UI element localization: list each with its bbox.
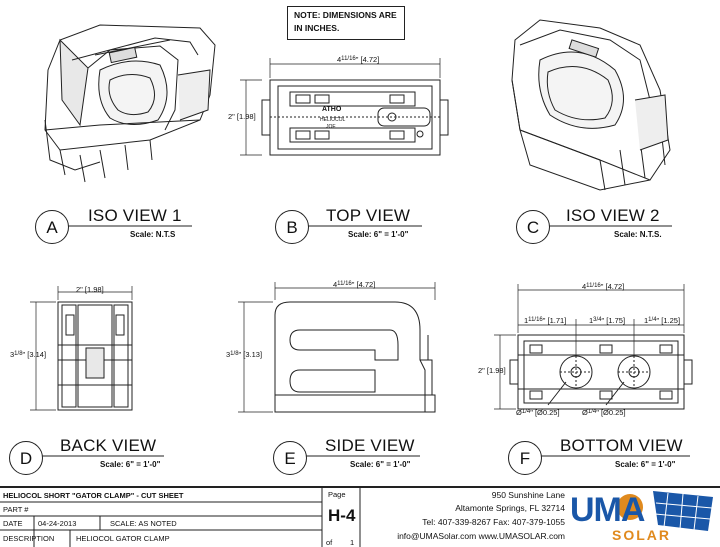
view-b-circle: B bbox=[275, 210, 309, 244]
side-width-dim: 411/16" [4.72] bbox=[333, 280, 376, 289]
page-number: H-4 bbox=[328, 506, 356, 525]
scale-label: SCALE: AS NOTED bbox=[110, 519, 177, 528]
bottom-dim-c: 11/4" [1.25] bbox=[644, 316, 681, 325]
view-separator-lines bbox=[40, 225, 690, 457]
view-a-title: ISO VIEW 1 bbox=[88, 206, 182, 225]
address-line-1: 950 Sunshine Lane bbox=[491, 490, 565, 500]
note-line-1: NOTE: DIMENSIONS ARE bbox=[294, 10, 397, 20]
view-d-circle: D bbox=[9, 441, 43, 475]
top-width-dim: 411/16" [4.72] bbox=[337, 55, 380, 64]
uma-solar-logo: UMA SOLAR bbox=[568, 489, 718, 545]
bottom-height-dim: 2" [1.98] bbox=[478, 366, 506, 375]
date-value: 04-24-2013 bbox=[38, 519, 77, 528]
back-view-drawing bbox=[57, 301, 133, 411]
product-title: HELIOCOL SHORT "GATOR CLAMP" - CUT SHEET bbox=[3, 491, 184, 500]
bottom-width-dim: 411/16" [4.72] bbox=[582, 282, 625, 291]
bottom-view-drawing bbox=[509, 334, 693, 410]
top-label-3: JOE bbox=[326, 124, 336, 130]
of-label: of bbox=[326, 538, 333, 547]
view-b-scale: Scale: 6" = 1'-0" bbox=[348, 230, 409, 239]
view-c-title: ISO VIEW 2 bbox=[566, 206, 660, 225]
view-d-scale: Scale: 6" = 1'-0" bbox=[100, 460, 161, 469]
view-f-title: BOTTOM VIEW bbox=[560, 436, 683, 455]
view-f-circle: F bbox=[508, 441, 542, 475]
email-web: info@UMASolar.com www.UMASOLAR.com bbox=[397, 531, 565, 541]
hole-dim-1: Ø1/4" [Ø0.25] bbox=[516, 408, 560, 417]
view-a-scale: Scale: N.T.S bbox=[130, 230, 176, 239]
view-b-title: TOP VIEW bbox=[326, 206, 411, 225]
part-label: PART # bbox=[3, 505, 29, 514]
back-height-dim: 31/8" [3.14] bbox=[10, 350, 47, 359]
view-c-scale: Scale: N.T.S. bbox=[614, 230, 662, 239]
address-line-2: Altamonte Springs, FL 32714 bbox=[455, 503, 565, 513]
top-label-2: HELIOCOL bbox=[320, 117, 346, 123]
description-value: HELIOCOL GATOR CLAMP bbox=[76, 534, 170, 543]
view-e-title: SIDE VIEW bbox=[325, 436, 415, 455]
bottom-dim-b: 13/4" [1.75] bbox=[589, 316, 626, 325]
dimension-lines bbox=[30, 58, 685, 413]
of-value: 1 bbox=[350, 538, 355, 547]
title-block: HELIOCOL SHORT "GATOR CLAMP" - CUT SHEET… bbox=[0, 486, 720, 547]
side-height-dim: 31/8" [3.13] bbox=[226, 350, 263, 359]
view-e-scale: Scale: 6" = 1'-0" bbox=[350, 460, 411, 469]
page-label: Page bbox=[328, 490, 346, 499]
note-line-2: IN INCHES. bbox=[294, 23, 340, 33]
view-c-circle: C bbox=[516, 210, 550, 244]
hole-dim-2: Ø1/4" [Ø0.25] bbox=[582, 408, 626, 417]
date-label: DATE bbox=[3, 519, 23, 528]
dimensions-note: NOTE: DIMENSIONS ARE IN INCHES. bbox=[287, 6, 405, 40]
top-view-drawing bbox=[261, 79, 449, 156]
phone-fax: Tel: 407-339-8267 Fax: 407-379-1055 bbox=[422, 517, 565, 527]
back-width-dim: 2" [1.98] bbox=[76, 285, 104, 294]
view-f-scale: Scale: 6" = 1'-0" bbox=[615, 460, 676, 469]
logo-text-uma: UMA bbox=[570, 491, 645, 529]
solar-panel-icon bbox=[617, 491, 713, 531]
view-e-circle: E bbox=[273, 441, 307, 475]
side-view-drawing bbox=[274, 301, 436, 413]
iso-view-1-drawing bbox=[44, 24, 216, 183]
logo-text-solar: SOLAR bbox=[612, 527, 671, 543]
top-label-1: ATHO bbox=[322, 106, 342, 113]
bottom-dim-a: 111/16" [1.71] bbox=[524, 316, 567, 325]
view-a-circle: A bbox=[35, 210, 69, 244]
iso-view-2-drawing bbox=[511, 19, 671, 191]
top-height-dim: 2" [1.98] bbox=[228, 112, 256, 121]
view-d-title: BACK VIEW bbox=[60, 436, 157, 455]
description-label: DESCRIPTION bbox=[3, 534, 55, 543]
